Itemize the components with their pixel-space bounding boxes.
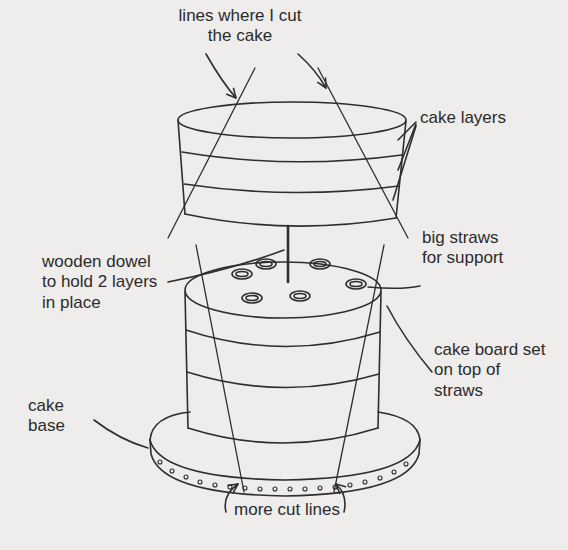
callout-label: cake base <box>28 396 92 437</box>
callout-label: more cut lines <box>232 500 342 520</box>
callout-label: cake board set on top of straws <box>434 340 546 401</box>
callout-label: cake layers <box>420 108 530 128</box>
callout-label: lines where I cut the cake <box>170 6 310 47</box>
callout-label: big straws for support <box>422 228 522 269</box>
callout-label: wooden dowel to hold 2 layers in place <box>42 252 168 313</box>
